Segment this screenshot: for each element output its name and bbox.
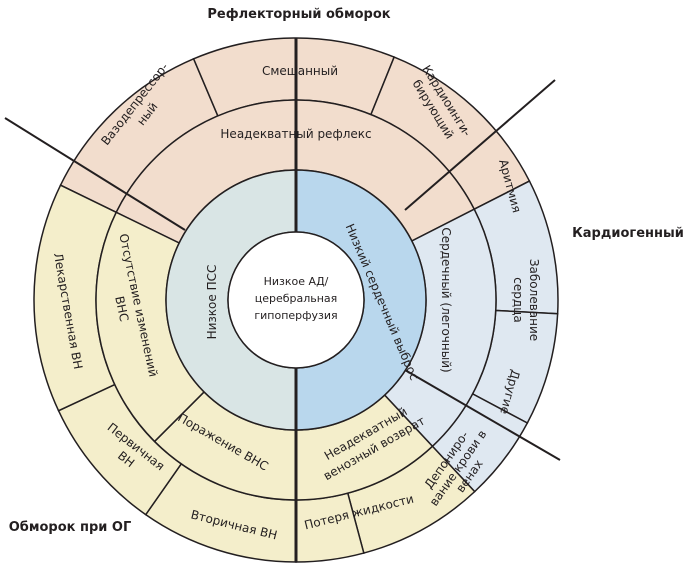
divider-reflex-orthostatic (4, 117, 186, 231)
outer-label-mixed-line: Смешанный (262, 64, 338, 78)
middle-label-cardiac-line: Сердечный (легочный) (439, 227, 453, 372)
cardiogenic-label: Кардиогенный (572, 226, 684, 241)
reflex-syncope-label-line: Рефлекторный обморок (207, 7, 390, 22)
middle-label-inadequate-reflex-line: Неадекватный рефлекс (220, 127, 371, 141)
orthostatic-syncope-label-line: Обморок при ОГ (9, 520, 132, 535)
orthostatic-syncope-label: Обморок при ОГ (9, 520, 132, 535)
divider-reflex-cardiogenic (404, 79, 556, 211)
center-text-line: Низкое АД/ (264, 275, 329, 288)
cardiogenic-label-line: Кардиогенный (572, 226, 684, 241)
divider-cardiogenic-orthostatic (404, 369, 561, 461)
middle-label-inadequate-reflex: Неадекватный рефлекс (220, 127, 371, 141)
middle-label-no-ans-change-line: ВНС (112, 295, 131, 323)
center-text-line: церебральная (255, 292, 338, 305)
reflex-syncope-label: Рефлекторный обморок (207, 7, 390, 22)
middle-label-cardiac: Сердечный (легочный) (439, 227, 453, 372)
outer-label-heart-disease-line: сердца (511, 277, 525, 322)
outer-label-heart-disease: Заболеваниесердца (511, 259, 541, 341)
outer-label-heart-disease-line: Заболевание (527, 259, 541, 341)
center-text-line: гипоперфузия (254, 309, 337, 322)
inner-label-low-tpr: Низкое ПСС (205, 265, 219, 340)
inner-label-low-tpr-line: Низкое ПСС (205, 265, 219, 340)
center-text: Низкое АД/церебральная гипоперфузия (254, 275, 337, 322)
outer-label-mixed: Смешанный (262, 64, 338, 78)
